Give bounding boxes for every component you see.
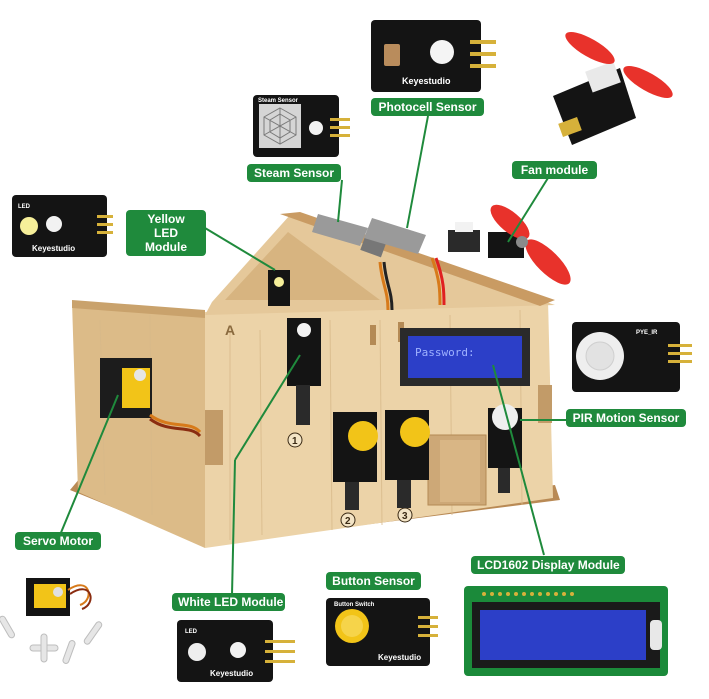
house-letter: A <box>225 322 235 338</box>
label-fan-module: Fan module <box>512 161 597 179</box>
mounted-photocell-sensor <box>364 218 426 254</box>
mounted-lcd-display: Password: <box>400 328 530 386</box>
mounted-white-led <box>287 318 321 425</box>
mounted-steam-sensor <box>312 214 386 258</box>
label-button-sensor: Button Sensor <box>326 572 421 590</box>
label-servo-motor: Servo Motor <box>15 532 101 550</box>
yellow-led-board-brand: Keyestudio <box>32 244 75 253</box>
port-label-2: 2 <box>345 516 351 527</box>
steam-board-title: Steam Sensor <box>258 98 299 104</box>
mounted-fan <box>488 204 571 285</box>
callout-lines <box>59 115 568 596</box>
mounted-servo-motor <box>100 358 202 438</box>
lcd-screen-text: Password: <box>415 346 475 359</box>
label-white-led-module: White LED Module <box>172 593 285 611</box>
right-latch <box>538 385 552 423</box>
mounted-relay-block <box>448 222 480 252</box>
yellow-led-module-board: LED Keyestudio <box>12 195 113 257</box>
label-lcd1602-display-module: LCD1602 Display Module <box>471 556 625 574</box>
mounted-button-left <box>333 412 378 510</box>
label-yellow-led-module: Yellow LED Module <box>126 210 206 256</box>
mounted-button-right <box>385 410 430 508</box>
pir-board-label: PYE_IR <box>636 330 658 336</box>
servo-motor-standalone <box>0 578 103 664</box>
button-board-title: Button Switch <box>334 602 375 608</box>
white-led-module-board: LED Keyestudio <box>177 620 295 682</box>
photocell-board-brand: Keyestudio <box>402 76 451 86</box>
label-steam-sensor: Steam Sensor <box>247 164 341 182</box>
button-board-brand: Keyestudio <box>378 653 421 662</box>
house-gable-inner <box>225 232 380 300</box>
white-led-board-label: LED <box>185 629 198 635</box>
yellow-led-board-label: LED <box>18 204 31 210</box>
port-label-1: 1 <box>292 436 298 447</box>
label-yellow-led-line1: Yellow <box>147 212 185 226</box>
fan-module-board <box>553 31 673 145</box>
steam-sensor-board: Steam Sensor <box>253 95 350 157</box>
pir-motion-sensor-board: PYE_IR <box>572 322 692 392</box>
left-wall-top <box>72 300 205 318</box>
mounted-yellow-led <box>268 270 290 306</box>
white-led-board-brand: Keyestudio <box>210 669 253 678</box>
lcd1602-display-board <box>464 586 668 676</box>
port-label-3: 3 <box>402 511 408 522</box>
button-sensor-board: Button Switch Keyestudio <box>326 598 438 666</box>
label-photocell-sensor: Photocell Sensor <box>371 98 484 116</box>
mounted-pir-sensor <box>488 404 522 493</box>
label-pir-motion-sensor: PIR Motion Sensor <box>566 409 686 427</box>
left-latch <box>205 410 223 465</box>
label-yellow-led-line2: LED Module <box>145 226 187 254</box>
photocell-sensor-board: Keyestudio <box>371 20 496 92</box>
